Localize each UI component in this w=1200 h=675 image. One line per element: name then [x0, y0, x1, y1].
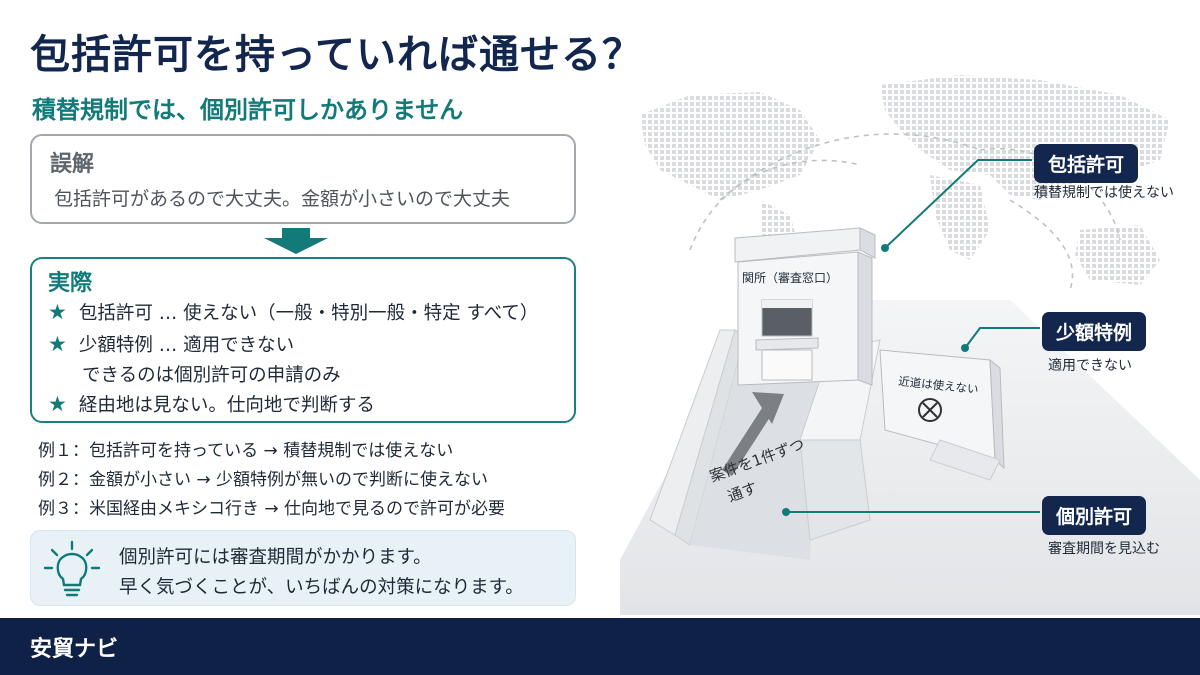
reality-item: ★経由地は見ない。仕向地で判断する: [48, 392, 375, 416]
star-icon: ★: [48, 392, 67, 416]
misconception-heading: 誤解: [50, 152, 95, 177]
lane-arrow: [722, 392, 784, 476]
reality-heading: 実際: [48, 271, 93, 296]
page-subtitle: 積替規制では、個別許可しかありません: [32, 96, 464, 124]
tip-box: 個別許可には審査期間がかかります。 早く気づくことが、いちばんの対策になります。: [30, 530, 576, 606]
callout-caption: 審査期間を見込む: [1048, 541, 1160, 557]
reality-item-sub: できるのは個別許可の申請のみ: [82, 365, 341, 386]
checkpoint-illustration: 関所（審査窓口） 近道は使えない 案件を1件ずつ 通す: [620, 75, 1200, 615]
closed-lane: 近道は使えない: [879, 349, 1005, 481]
tip-line: 早く気づくことが、いちばんの対策になります。: [119, 577, 524, 598]
gate-label: 関所（審査窓口）: [742, 270, 838, 285]
example-item: 例３：米国経由メキシコ行き → 仕向地で見るので許可が必要: [38, 499, 506, 519]
lightbulb-icon: [43, 540, 101, 597]
misconception-text: 包括許可があるので大丈夫。金額が小さいので大丈夫: [54, 188, 511, 210]
callout-caption: 適用できない: [1048, 358, 1132, 374]
reality-item: ★包括許可 … 使えない（一般・特別一般・特定 すべて）: [48, 300, 539, 324]
brand-name: 安貿ナビ: [30, 637, 119, 662]
footer-bar: 安貿ナビ: [0, 618, 1200, 675]
reality-item: ★少額特例 … 適用できない: [48, 332, 295, 356]
callout-caption: 積替規制では使えない: [1034, 185, 1174, 201]
callout-badge-individual-license: 個別許可: [1042, 496, 1147, 535]
star-icon: ★: [48, 332, 67, 356]
misconception-box: 誤解 包括許可があるので大丈夫。金額が小さいので大丈夫: [30, 134, 576, 224]
arrow-down-icon: [264, 228, 328, 254]
reality-box: 実際 ★包括許可 … 使えない（一般・特別一般・特定 すべて） ★少額特例 … …: [30, 257, 576, 423]
page-title: 包括許可を持っていれば通せる？: [30, 32, 643, 78]
tip-line: 個別許可には審査期間がかかります。: [119, 547, 432, 568]
example-item: 例１：包括許可を持っている → 積替規制では使えない: [38, 441, 454, 461]
star-icon: ★: [48, 300, 67, 324]
example-item: 例２：金額が小さい → 少額特例が無いので判断に使えない: [38, 470, 489, 490]
gate-building: 関所（審査窓口）: [734, 227, 876, 386]
callout-badge-small-amount: 少額特例: [1042, 312, 1147, 351]
no-entry-icon: [918, 398, 942, 422]
callout-badge-blanket-license: 包括許可: [1034, 144, 1139, 183]
